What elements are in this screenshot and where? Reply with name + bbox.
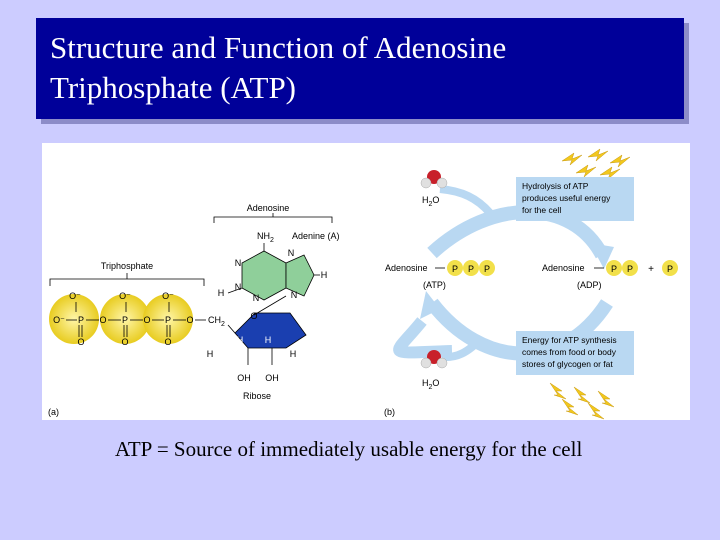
slide-caption: ATP = Source of immediately usable energ…	[115, 437, 583, 461]
atom-h-a2: H	[218, 288, 225, 298]
atom-oh-1: OH	[237, 373, 251, 383]
atom-o-bottom-2: O	[121, 337, 128, 347]
atom-n-a4: N	[253, 293, 260, 303]
atom-n-a2: N	[288, 248, 295, 258]
atom-n-a5: N	[291, 290, 298, 300]
atp-phosphate-1	[447, 260, 463, 276]
adp-phosphate-2	[622, 260, 638, 276]
atom-n-a3: N	[235, 282, 242, 292]
slide-title: Structure and Function of Adenosine Trip…	[36, 18, 684, 119]
hydrolysis-text: Hydrolysis of ATP produces useful energy…	[522, 181, 613, 215]
triphosphate-bracket	[49, 278, 205, 286]
adenine-six-ring	[241, 250, 287, 301]
atom-o-ribose: O	[250, 311, 257, 321]
atom-o-minus-top-3: O⁻	[162, 291, 174, 301]
h2o-label-top: H2O	[422, 195, 439, 208]
water-molecule-bottom: H2O	[420, 350, 448, 391]
adp-phosphate-1	[606, 260, 622, 276]
panel-b: H2O H2O Hydrolysis of ATP produces	[384, 148, 678, 420]
synthesis-text: Energy for ATP synthesis comes from food…	[522, 335, 619, 369]
phosphate-atoms: O⁻ O⁻ O⁻ O⁻ P O P O P O O O O	[53, 291, 193, 347]
atom-o-minus-top-1: O⁻	[69, 291, 81, 301]
atom-h-r3: H	[207, 349, 214, 359]
adp-adenosine-label: Adenosine	[542, 263, 585, 273]
energy-bolts-top	[561, 148, 631, 180]
atom-o-link-1: O	[99, 315, 106, 325]
atp-p-label-3: P	[484, 264, 490, 274]
nh2-label: NH2	[257, 231, 274, 244]
atom-h-a1: H	[321, 270, 328, 280]
free-phosphate	[662, 260, 678, 276]
atom-o-link-2: O	[143, 315, 150, 325]
atom-o-bottom-3: O	[164, 337, 171, 347]
adenosine-label: Adenosine	[247, 203, 290, 213]
atom-h-r1: H	[237, 335, 244, 345]
adenine-five-ring	[285, 254, 315, 297]
atom-p-1: P	[78, 315, 84, 325]
water-out-arrow	[441, 335, 485, 362]
energy-bolts-bottom	[549, 382, 615, 420]
phosphate-group-2	[100, 294, 150, 344]
atom-o-minus-top-2: O⁻	[119, 291, 131, 301]
adenine-atoms: N N H H N N N	[218, 248, 328, 303]
phosphate-group-1	[49, 294, 99, 344]
phosphate-group-3	[143, 294, 193, 344]
water-molecule-top: H2O	[420, 170, 448, 208]
atom-p-2: P	[122, 315, 128, 325]
plus-sign: +	[648, 264, 654, 275]
h2o-label-bottom: H2O	[422, 378, 439, 391]
adenine-label: Adenine (A)	[292, 231, 340, 241]
atom-h-r2: H	[265, 335, 272, 345]
atom-n-a1: N	[235, 258, 242, 268]
atp-phosphates: P P P	[447, 260, 495, 276]
atp-figure: Adenosine Triphosphate O⁻ O⁻ O⁻ O⁻ P O P…	[42, 143, 690, 420]
synthesis-box	[516, 331, 634, 375]
triphosphate-label: Triphosphate	[101, 261, 153, 271]
phosphate-bonds	[66, 302, 206, 337]
title-line-1: Structure and Function of Adenosine	[50, 30, 507, 65]
hydrolysis-box	[516, 177, 634, 221]
atp-diagram-svg: Adenosine Triphosphate O⁻ O⁻ O⁻ O⁻ P O P…	[48, 148, 678, 420]
panel-b-label: (b)	[384, 407, 395, 417]
atom-o-bottom-1: O	[77, 337, 84, 347]
adp-p-label-2: P	[627, 264, 633, 274]
free-p-label: P	[667, 264, 673, 274]
atom-p-3: P	[165, 315, 171, 325]
atom-o-link-3: O	[186, 315, 193, 325]
atp-adenosine-label: Adenosine	[385, 263, 428, 273]
atom-oh-2: OH	[265, 373, 279, 383]
adp-p-label-1: P	[611, 264, 617, 274]
ribose-label: Ribose	[243, 391, 271, 401]
atp-phosphate-3	[479, 260, 495, 276]
title-line-2: Triphosphate (ATP)	[50, 70, 297, 105]
adenosine-bracket	[213, 216, 333, 223]
atom-ch2: CH2	[208, 315, 225, 328]
panel-a: Adenosine Triphosphate O⁻ O⁻ O⁻ O⁻ P O P…	[48, 203, 340, 417]
water-in-arrow	[439, 185, 494, 216]
atp-phosphate-2	[463, 260, 479, 276]
atom-h-r4: H	[290, 349, 297, 359]
adp-label: (ADP)	[577, 280, 602, 290]
panel-a-label: (a)	[48, 407, 59, 417]
atom-o-minus-left: O⁻	[53, 315, 65, 325]
atp-p-label-2: P	[468, 264, 474, 274]
atp-p-label-1: P	[452, 264, 458, 274]
atp-label: (ATP)	[423, 280, 446, 290]
